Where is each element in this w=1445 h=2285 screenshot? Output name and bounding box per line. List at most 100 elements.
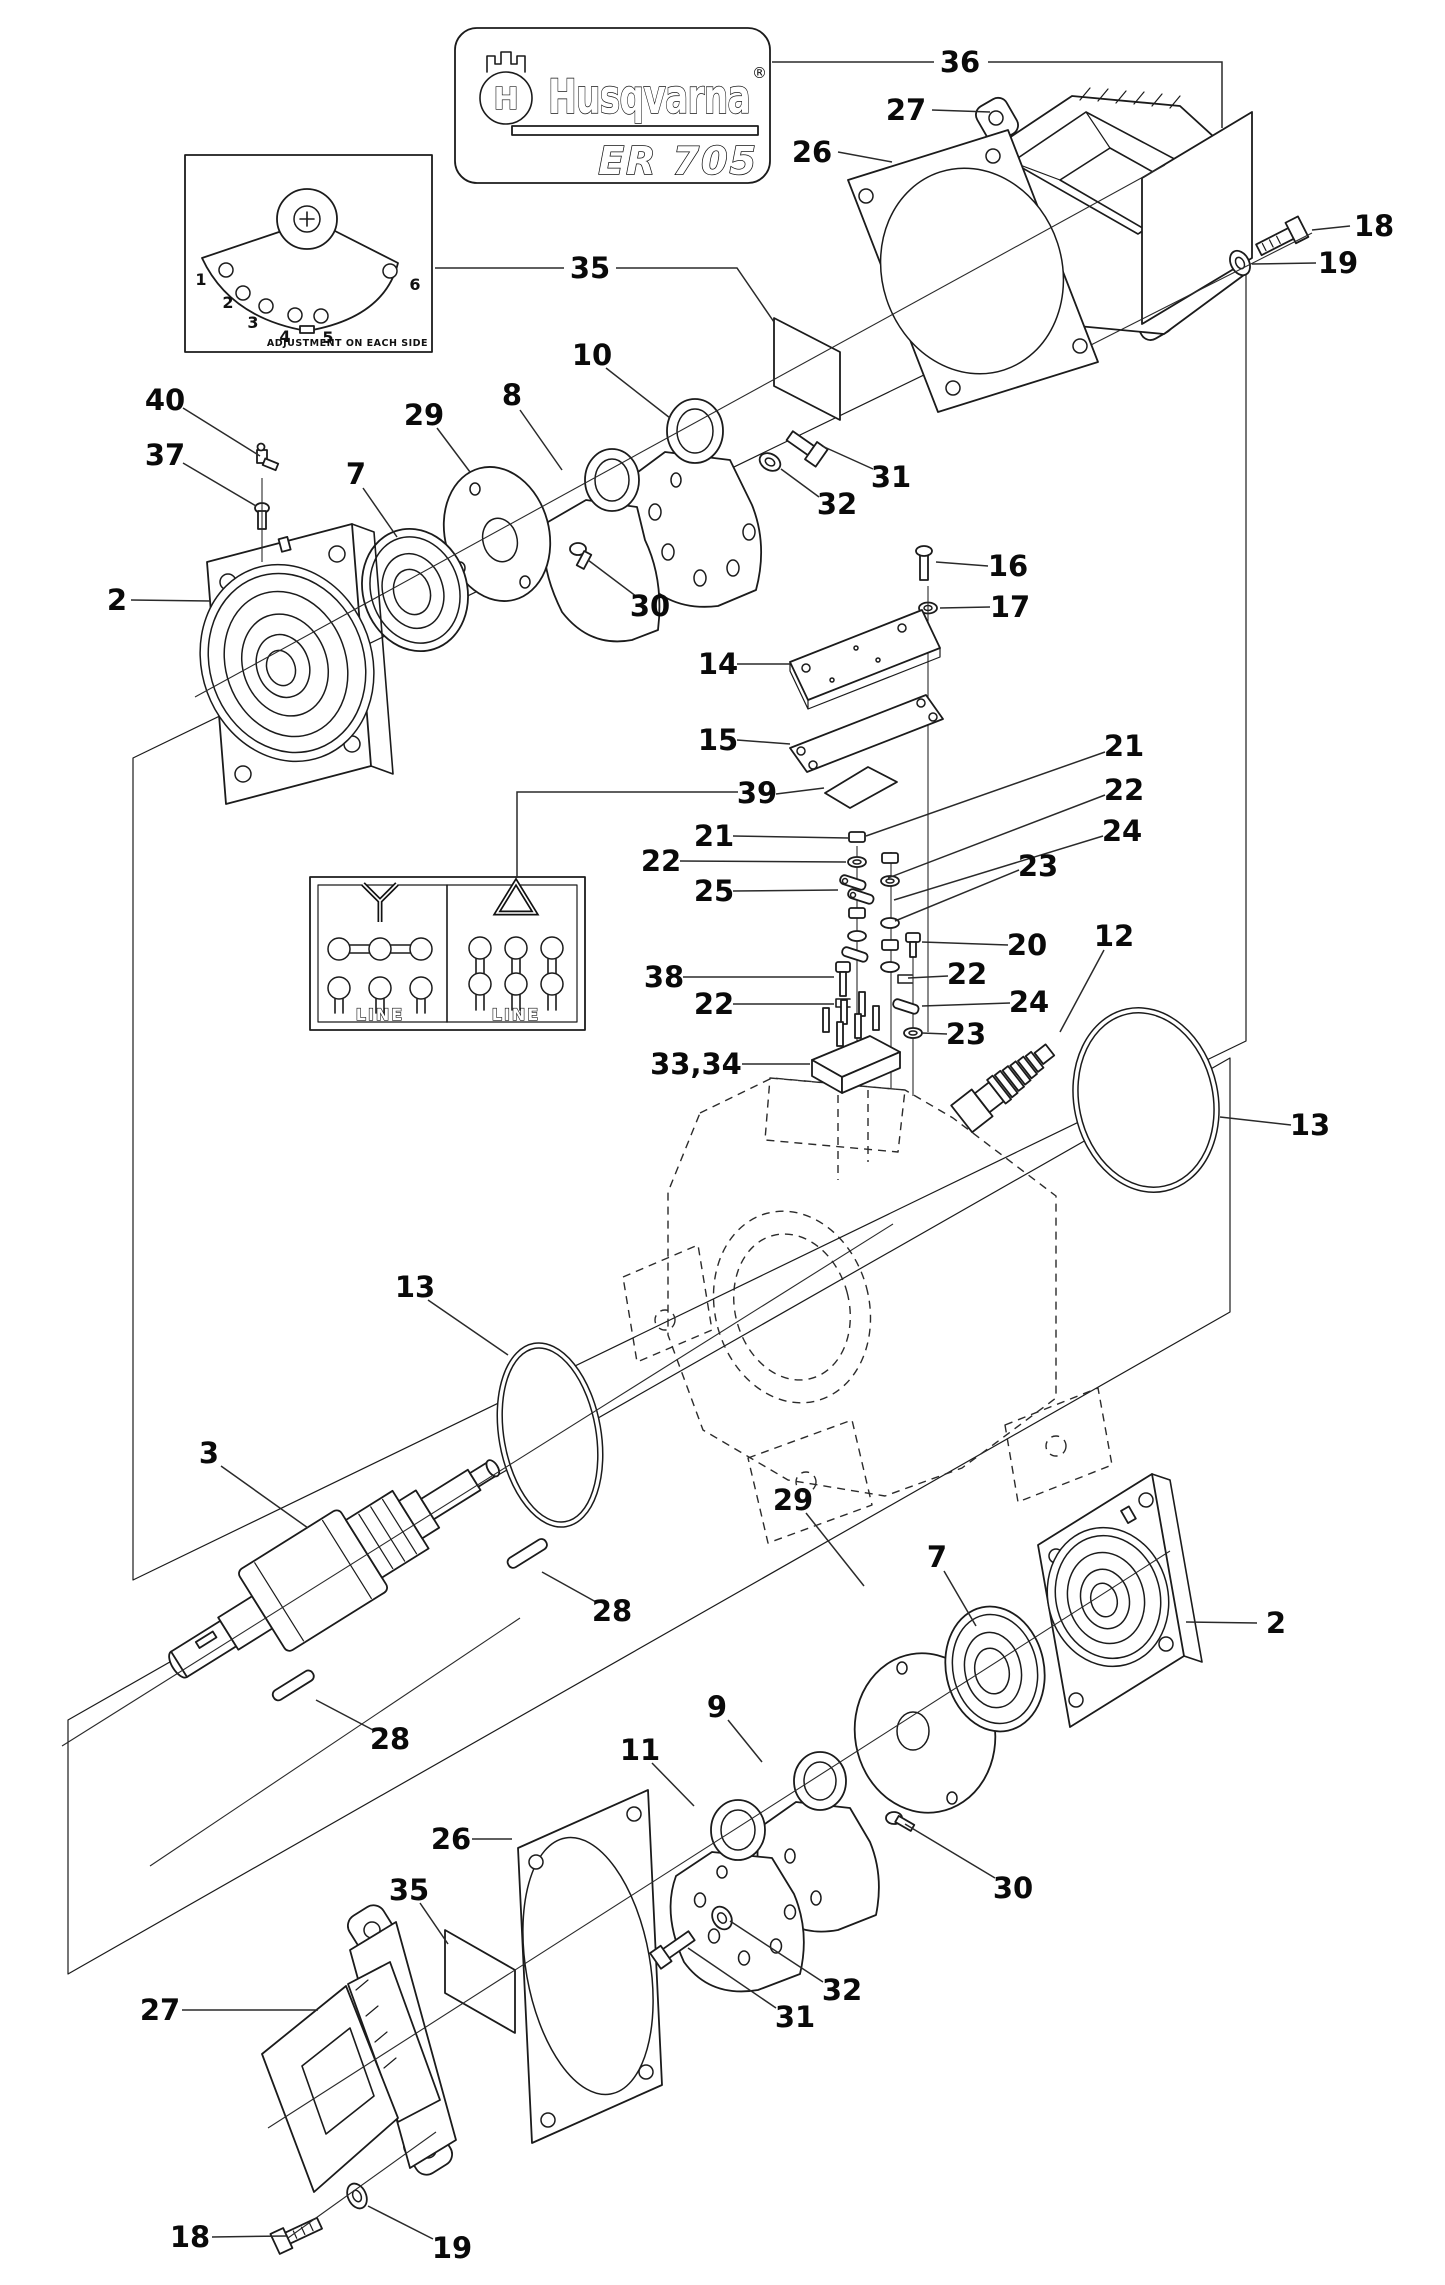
callout-18: 18: [1354, 209, 1394, 243]
plate-14: [789, 609, 941, 710]
callout-2: 2: [107, 583, 127, 617]
callout-25: 25: [694, 874, 734, 908]
leader-line-13: [427, 1299, 509, 1356]
callout-38: 38: [644, 960, 684, 994]
leader-line-21: [865, 751, 1106, 837]
bearing-flange-2-bottom: [1037, 1473, 1203, 1728]
washer-19-bottom: [346, 2182, 368, 2210]
callout-7: 7: [346, 457, 366, 491]
leader-line-40: [182, 407, 261, 457]
callout-23: 23: [946, 1017, 986, 1051]
leader-line-10: [605, 367, 671, 419]
leader-line-31: [821, 445, 874, 470]
exploded-axes: [61, 164, 1171, 2129]
callout-32: 32: [817, 487, 857, 521]
leader-line-22: [907, 975, 949, 979]
leader-line-29: [436, 427, 471, 473]
brand-name: Husqvarna: [548, 70, 750, 125]
callout-30: 30: [630, 589, 670, 623]
motor-housing-dashed: [622, 1077, 1113, 1544]
adjustment-digit-6: 6: [409, 275, 420, 294]
callout-28: 28: [370, 1722, 410, 1756]
divider-bar: [511, 125, 759, 136]
rating-plate-36: [1141, 111, 1253, 325]
bolt-axis-bottom: [287, 2131, 437, 2239]
leader-line-11: [651, 1762, 695, 1807]
leader-line-21: [732, 835, 849, 839]
registered-mark: ®: [752, 64, 767, 82]
screw-30-bottom: [885, 1811, 916, 1832]
delta-symbol-icon: [492, 877, 540, 916]
brand-plate: H Husqvarna ® ER 705: [454, 27, 771, 184]
callout-13: 13: [1290, 1108, 1330, 1142]
leader-line-39: [775, 787, 825, 795]
callout-37: 37: [145, 438, 185, 472]
callout-21: 21: [694, 819, 734, 853]
leader-line-35: [616, 267, 775, 323]
leader-line-32: [780, 468, 820, 498]
sticker-35-bottom: [444, 1929, 516, 2034]
leader-line-22: [887, 794, 1106, 879]
callout-20: 20: [1007, 928, 1047, 962]
callout-22: 22: [694, 987, 734, 1021]
nut-21: [848, 831, 866, 843]
callout-29: 29: [404, 398, 444, 432]
callout-27: 27: [886, 93, 926, 127]
bearing-7-bottom: [944, 1605, 1046, 1733]
cable-gland-12: [950, 1043, 1056, 1134]
leader-line-37: [182, 462, 257, 507]
washer: [880, 961, 900, 973]
o-ring-13-middle: [496, 1342, 604, 1528]
screw-30-top: [569, 542, 593, 570]
terminal-links-25: [839, 874, 875, 905]
callout-13: 13: [395, 1270, 435, 1304]
callout-36: 36: [940, 45, 980, 79]
leader-line-28: [315, 1699, 374, 1731]
callout-15: 15: [698, 723, 738, 757]
callout-29: 29: [773, 1483, 813, 1517]
bolt-18-bottom: [269, 2216, 323, 2255]
leader-line-25: [732, 889, 839, 892]
bolt-20: [905, 932, 921, 958]
callout-7: 7: [927, 1540, 947, 1574]
terminal-lug-24: [892, 998, 920, 1015]
leader-line-23: [894, 869, 1020, 922]
leader-line-24: [893, 835, 1104, 901]
washer-19-top: [1229, 249, 1251, 277]
wiring-panel: LINE LINE: [309, 876, 586, 1031]
leader-line-7: [943, 1570, 977, 1627]
callout-31: 31: [775, 2000, 815, 2034]
gasket-26-bottom: [517, 1789, 663, 2144]
leader-line-23: [921, 1032, 948, 1035]
leader-line-2: [130, 599, 211, 602]
adjustment-digit-2: 2: [222, 293, 233, 312]
callout-39: 39: [737, 776, 777, 810]
leader-line-2: [1185, 1621, 1258, 1624]
callout-16: 16: [988, 549, 1028, 583]
leader-line-19: [1251, 262, 1317, 265]
sticker-35-top: [773, 317, 841, 421]
leader-line-24: [921, 1002, 1011, 1007]
terminal-cover-box-bottom: [261, 1904, 457, 2193]
screw-38: [835, 961, 851, 997]
bolt-18-top: [1255, 215, 1310, 257]
callout-12: 12: [1094, 919, 1134, 953]
callout-24: 24: [1102, 814, 1142, 848]
wye-terminals: [327, 937, 433, 1014]
leader-line-16: [935, 561, 989, 567]
leader-line-36: [988, 61, 1223, 128]
callout-21: 21: [1104, 729, 1144, 763]
delta-terminals: [468, 936, 564, 1011]
crown-icon: H: [479, 51, 533, 125]
callout-24: 24: [1009, 985, 1049, 1019]
leader-line-27: [931, 109, 991, 113]
callout-28: 28: [592, 1594, 632, 1628]
o-ring-13-right: [1072, 1007, 1220, 1193]
washer-23a: [880, 917, 900, 929]
callout-22: 22: [641, 844, 681, 878]
leader-line-35: [419, 1902, 449, 1945]
adjustment-digit-4: 4: [279, 327, 290, 346]
callout-8: 8: [502, 378, 522, 412]
callout-22: 22: [1104, 773, 1144, 807]
top-assembly: [199, 87, 1313, 805]
